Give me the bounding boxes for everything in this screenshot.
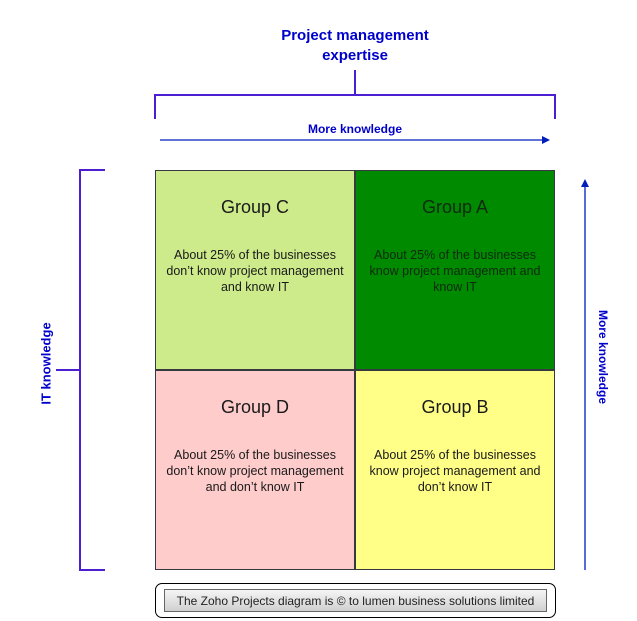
- quadrant-description: About 25% of the businesses don’t know p…: [166, 248, 344, 294]
- copyright-box: The Zoho Projects diagram is © to lumen …: [155, 583, 556, 618]
- quadrant-group-b: Group B About 25% of the businesses know…: [355, 370, 555, 570]
- quadrant-title: Group D: [220, 397, 290, 417]
- x-axis-arrow-label: More knowledge: [307, 122, 402, 136]
- top-bracket-line: [154, 94, 556, 119]
- quadrant-group-a: Group A About 25% of the businesses know…: [355, 170, 555, 370]
- y-arrow-head: [581, 179, 589, 187]
- y-axis-arrow: [581, 179, 589, 570]
- y-axis-arrow-label: More knowledge: [596, 309, 610, 404]
- quadrant-group-c: Group C About 25% of the businesses don’…: [155, 170, 355, 370]
- quadrant-group-d: Group D About 25% of the businesses don’…: [155, 370, 355, 570]
- quadrant-description: About 25% of the businesses know project…: [369, 248, 541, 294]
- copyright-text: The Zoho Projects diagram is © to lumen …: [164, 589, 547, 612]
- quadrant-description: About 25% of the businesses don’t know p…: [166, 448, 344, 494]
- quadrant-description: About 25% of the businesses know project…: [369, 448, 541, 494]
- top-bracket: [154, 70, 556, 119]
- x-axis-title: Project management expertise: [281, 27, 429, 64]
- y-axis-title: IT knowledge: [38, 322, 54, 405]
- left-bracket-line: [79, 169, 105, 571]
- x-arrow-head: [542, 136, 550, 144]
- quadrant-title: Group B: [421, 397, 489, 417]
- quadrant-title: Group A: [421, 197, 489, 217]
- x-axis-arrow: [160, 136, 550, 144]
- quadrant-title: Group C: [220, 197, 290, 217]
- left-bracket: [56, 169, 105, 571]
